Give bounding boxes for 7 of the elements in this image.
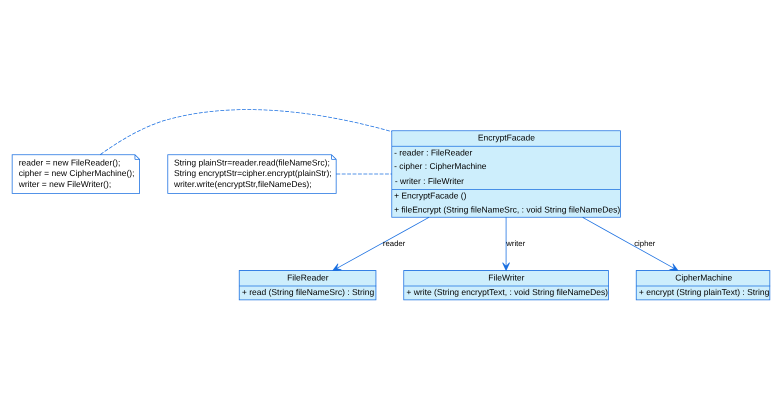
- connector: [100, 108, 392, 154]
- arrow: [502, 216, 510, 270]
- connector: [336, 173, 392, 174]
- arrow: [332, 216, 430, 270]
- edge-label: reader: [382, 238, 406, 248]
- arrow: [582, 216, 678, 270]
- edge-label: cipher: [634, 238, 656, 248]
